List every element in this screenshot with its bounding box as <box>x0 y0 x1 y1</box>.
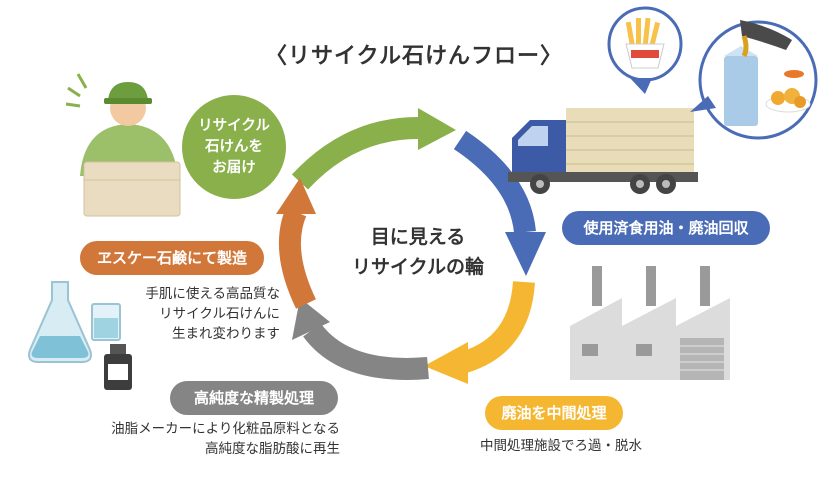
arrow-green <box>291 117 419 190</box>
lab-flask-icon <box>28 281 92 363</box>
cooking-oil-icon <box>690 20 818 140</box>
arrow-orange <box>278 207 316 309</box>
arrow-orange-head <box>276 178 316 214</box>
step-intermediate-label: 廃油を中間処理 <box>485 396 623 430</box>
step-deliver-bubble: リサイクル 石けんを お届け <box>182 95 286 199</box>
arrow-yellow <box>461 280 535 373</box>
diagram-title: 〈リサイクル石けんフロー〉 <box>265 44 563 69</box>
arrow-yellow-head <box>424 342 468 384</box>
step-refine-desc: 油脂メーカーにより化粧品原料となる 高純度な脂肪酸に再生 <box>111 421 340 457</box>
arrow-blue-head <box>505 232 546 276</box>
fries-icon <box>607 6 683 94</box>
beaker-icon <box>91 303 121 341</box>
factory-icon <box>570 266 730 380</box>
bottle-icon <box>104 344 132 390</box>
delivery-person-icon <box>65 73 181 217</box>
arrow-gray-head <box>292 298 330 340</box>
step-intermediate-desc: 中間処理施設でろ過・脱水 <box>480 438 642 454</box>
step-soap-label: ヱスケー石鹸にて製造 <box>80 241 264 275</box>
center-label: 目に見える リサイクルの輪 <box>351 226 485 278</box>
arrow-gray <box>303 323 429 380</box>
arrow-green-head <box>418 108 456 150</box>
step-collect-label: 使用済食用油・廃油回収 <box>562 211 770 245</box>
truck-icon <box>508 108 698 194</box>
step-refine-label: 高純度な精製処理 <box>170 381 338 415</box>
step-soap-desc: 手肌に使える高品質な リサイクル石けんに 生まれ変わります <box>145 286 280 342</box>
arrow-blue <box>453 130 536 234</box>
